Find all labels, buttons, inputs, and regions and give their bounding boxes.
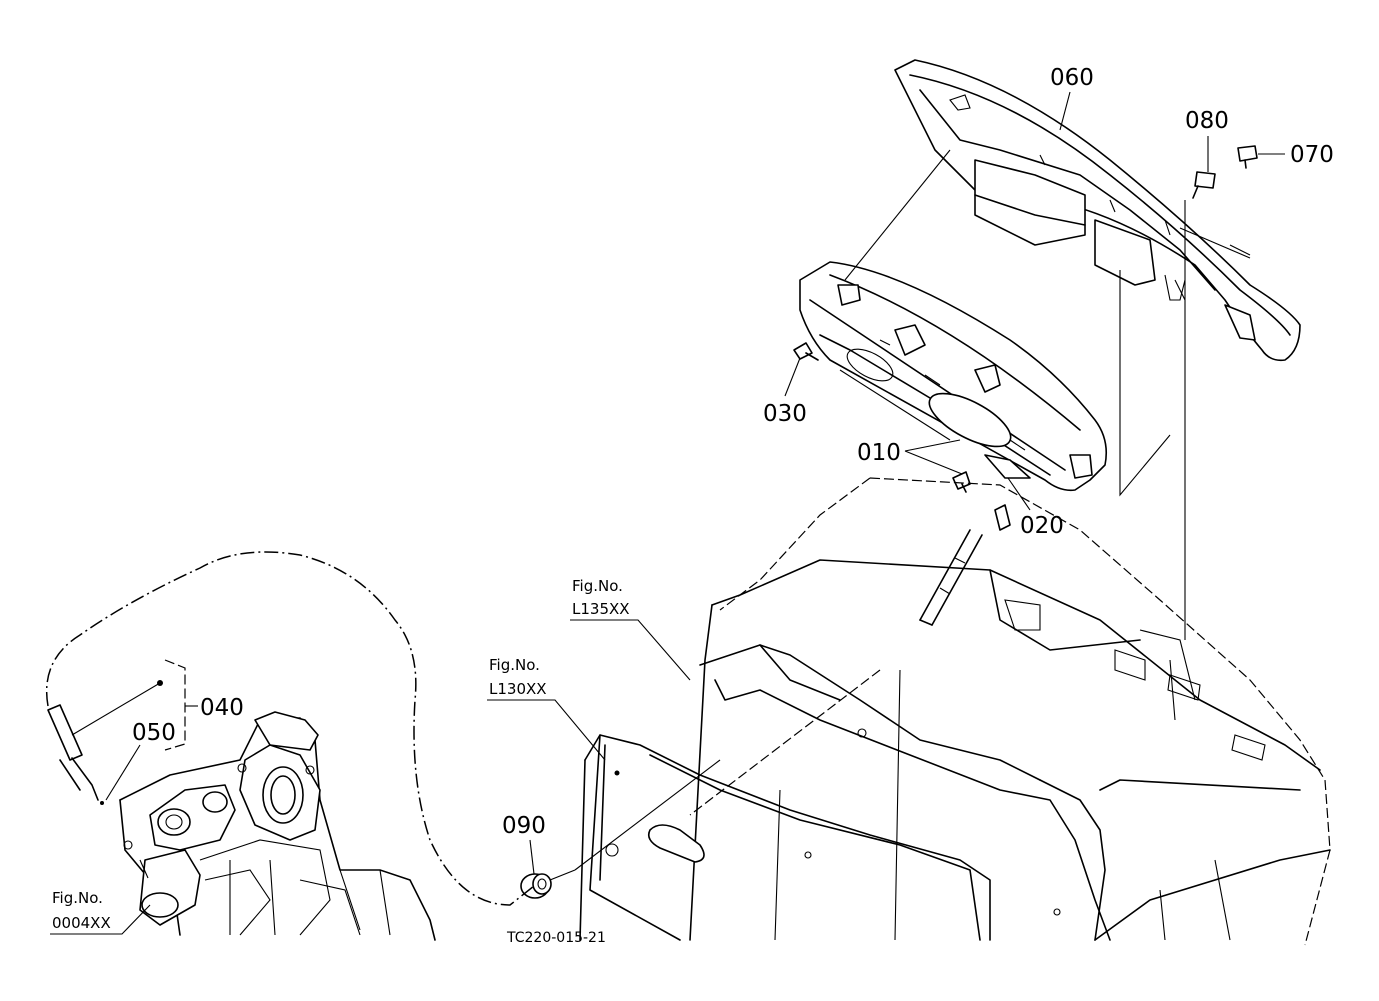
grommet-090	[520, 873, 552, 899]
callout-050: 050	[105, 720, 176, 801]
meter-panel-cover	[894, 59, 1301, 362]
part-label-090: 090	[502, 813, 546, 839]
cable-route-line	[45, 551, 535, 906]
figure-ref-l135xx-line1: Fig.No.	[572, 577, 623, 595]
drawing-code: TC220-015-21	[506, 930, 606, 946]
callout-090: 090	[502, 813, 546, 875]
front-panel	[579, 734, 991, 941]
part-label-080: 080	[1185, 108, 1229, 134]
figure-ref-0004xx-line2: 0004XX	[52, 914, 111, 932]
callout-080: 080	[1185, 108, 1229, 172]
dash-panel-body	[689, 477, 1331, 946]
bolt-070	[1237, 145, 1258, 169]
callout-010: 010	[857, 439, 963, 475]
figure-ref-l130xx-line2: L130XX	[489, 680, 547, 698]
engine-block	[119, 711, 436, 941]
meter-assembly	[799, 261, 1108, 492]
screw-010-small	[952, 471, 971, 493]
figure-ref-l135xx: Fig.No. L135XX	[570, 577, 691, 681]
part-label-040: 040	[200, 695, 244, 721]
callout-040: 040	[185, 695, 244, 721]
part-label-020: 020	[1020, 513, 1064, 539]
figure-ref-l130xx-line1: Fig.No.	[489, 656, 540, 674]
part-label-060: 060	[1050, 65, 1094, 91]
figure-ref-0004xx: Fig.No. 0004XX	[50, 889, 151, 935]
screw-030	[793, 342, 819, 361]
callout-060: 060	[1050, 65, 1094, 131]
part-label-030: 030	[763, 401, 807, 427]
figure-ref-l135xx-line2: L135XX	[572, 600, 630, 618]
callout-030: 030	[763, 357, 807, 427]
figure-ref-l130xx: Fig.No. L130XX	[487, 656, 606, 761]
assembly-lines	[549, 149, 1251, 881]
callout-070: 070	[1258, 142, 1334, 168]
part-label-010: 010	[857, 440, 901, 466]
callout-020: 020	[1007, 477, 1064, 539]
figure-ref-0004xx-line1: Fig.No.	[52, 889, 103, 907]
cable-end	[47, 704, 104, 805]
meter-cable	[919, 504, 1011, 626]
part-label-050: 050	[132, 720, 176, 746]
bolt-080	[1192, 171, 1216, 199]
part-label-070: 070	[1290, 142, 1334, 168]
